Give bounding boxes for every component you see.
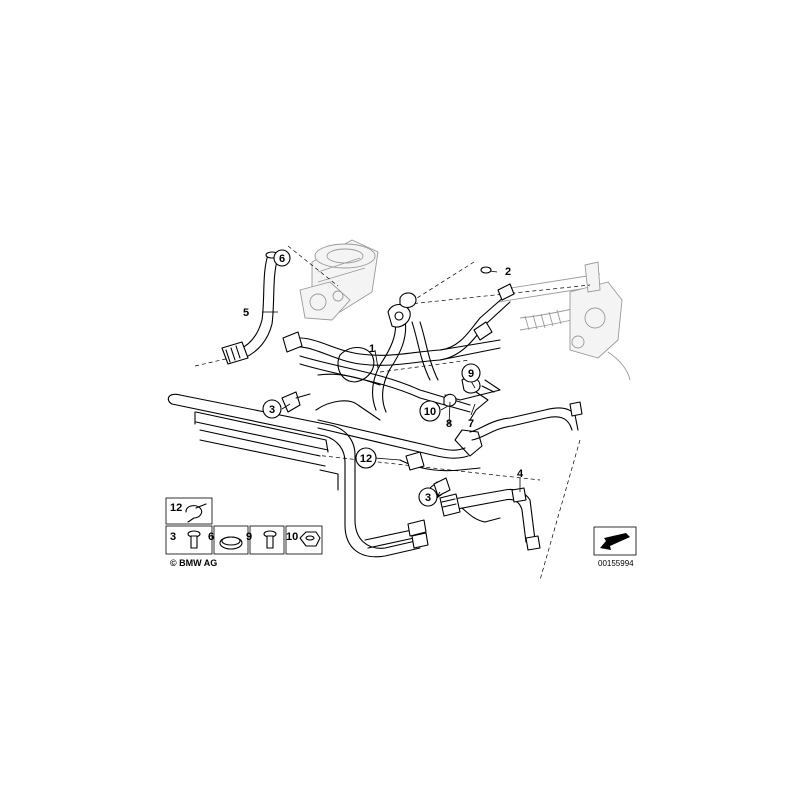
legend-label-9: 9 [246,531,252,543]
callout-3-label: 3 [269,404,275,416]
image-id-label: 00155994 [598,559,634,568]
callout-10-label: 10 [424,406,436,418]
callout-6-label: 6 [279,253,285,265]
part-5-hose [221,251,279,365]
callout-6[interactable]: 6 [273,249,291,267]
legend-label-3: 3 [170,531,176,543]
callout-1-label: 1 [369,343,375,355]
callout-5-label: 5 [243,307,249,319]
nut-icon [299,531,321,547]
bolt-icon [187,530,201,549]
callout-1[interactable]: 1 [369,343,375,355]
callout-10[interactable]: 10 [419,400,441,422]
callout-4-label: 4 [517,468,524,480]
clip-icon [185,503,207,523]
part-1-pressure-line [282,283,515,413]
small-parts-legend: 12 3 6 9 10 © BMW AG [165,497,323,568]
screw-icon [263,530,277,549]
callout-8[interactable]: 8 [446,418,452,430]
callout-7[interactable]: 7 [468,418,474,430]
view-direction-arrow-icon [593,526,637,556]
callout-9[interactable]: 9 [461,363,481,383]
callout-12-label: 12 [360,453,372,465]
callout-2[interactable]: 2 [505,266,511,278]
copyright-text: © BMW AG [170,558,217,568]
callout-2-label: 2 [505,266,511,278]
callout-3-label: 3 [425,492,431,504]
legend-label-12: 12 [170,502,182,514]
reservoir-icon [299,239,379,321]
callout-8-label: 8 [446,418,452,430]
callout-7-label: 7 [468,418,474,430]
callout-3-upper[interactable]: 3 [262,399,282,419]
bracket-parts [281,391,451,497]
leader-lines [262,262,521,498]
part-12-line [315,400,583,472]
steering-gear-icon [497,261,631,381]
callout-4[interactable]: 4 [517,468,524,480]
hose-clamp-icon [219,536,243,550]
callout-3-lower[interactable]: 3 [418,487,438,507]
cooler-coil-icon [167,393,429,558]
callout-12[interactable]: 12 [355,447,377,469]
legend-label-6: 6 [208,531,214,543]
callout-5[interactable]: 5 [243,307,249,319]
legend-box-3 [165,525,213,555]
legend-label-10: 10 [286,531,298,543]
callout-9-label: 9 [468,368,474,380]
reference-lines [194,245,591,581]
legend-box-12 [165,497,213,525]
